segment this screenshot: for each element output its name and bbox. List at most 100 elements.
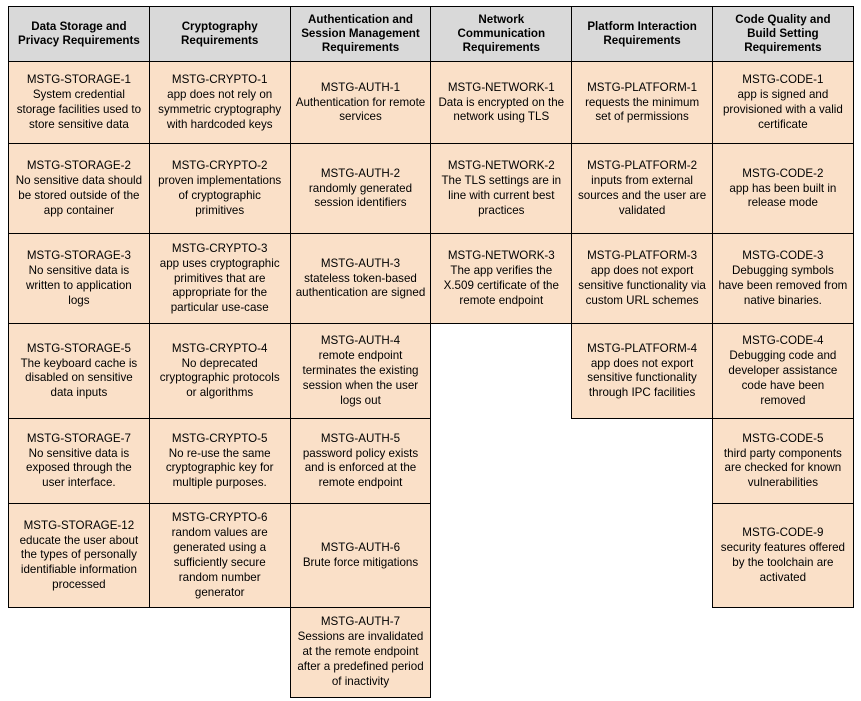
requirement-id: MSTG-AUTH-3 bbox=[320, 256, 401, 270]
column-header-platform: Platform Interaction Requirements bbox=[571, 5, 713, 63]
requirement-id: MSTG-NETWORK-1 bbox=[447, 80, 555, 94]
empty-cell-network bbox=[430, 607, 572, 698]
requirement-id: MSTG-STORAGE-1 bbox=[26, 73, 131, 87]
header-line: Requirements bbox=[603, 34, 681, 48]
requirement-id: MSTG-AUTH-6 bbox=[320, 541, 401, 555]
header-line: Session Management bbox=[301, 27, 420, 41]
requirement-description: Authentication for remote services bbox=[295, 95, 426, 124]
requirement-description: The TLS settings are in line with curren… bbox=[441, 174, 562, 217]
empty-cell-platform bbox=[571, 607, 713, 698]
header-line: Build Setting bbox=[747, 27, 819, 41]
requirement-description: Brute force mitigations bbox=[302, 555, 419, 569]
requirement-description: app does not rely on symmetric cryptogra… bbox=[158, 88, 282, 131]
column-header-cryptography: Cryptography Requirements bbox=[148, 5, 291, 63]
requirement-description: app uses cryptographic primitives that a… bbox=[159, 256, 280, 315]
header-line: Data Storage and bbox=[31, 20, 127, 34]
requirement-description: No sensitive data is exposed through the… bbox=[26, 446, 132, 490]
requirement-description: The app verifies the X.509 certificate o… bbox=[443, 264, 559, 307]
requirement-id: MSTG-AUTH-5 bbox=[320, 431, 401, 445]
requirement-description: random values are generated using a suff… bbox=[171, 526, 268, 599]
header-line: Privacy Requirements bbox=[18, 34, 140, 48]
requirement-id: MSTG-CRYPTO-6 bbox=[171, 511, 268, 525]
header-line: Requirements bbox=[744, 41, 822, 55]
requirement-id: MSTG-CRYPTO-2 bbox=[171, 159, 268, 173]
requirement-id: MSTG-NETWORK-3 bbox=[447, 249, 555, 263]
header-line: Requirements bbox=[181, 34, 259, 48]
requirement-id: MSTG-CRYPTO-5 bbox=[171, 431, 268, 445]
requirement-description: app is signed and provisioned with a val… bbox=[722, 88, 843, 131]
requirement-description: No re-use the same cryptographic key for… bbox=[165, 446, 274, 490]
column-header-authentication: Authentication and Session Management Re… bbox=[289, 5, 432, 63]
header-line: Requirements bbox=[462, 41, 540, 55]
empty-cell-platform bbox=[571, 503, 713, 608]
requirement-description: stateless token-based authentication are… bbox=[295, 271, 426, 300]
header-line: Requirements bbox=[321, 41, 400, 55]
requirement-description: app has been built in release mode bbox=[729, 181, 837, 210]
requirement-id: MSTG-CODE-3 bbox=[742, 249, 824, 263]
header-row: Data Storage and Privacy Requirements Cr… bbox=[8, 5, 854, 63]
requirement-id: MSTG-CODE-4 bbox=[742, 334, 824, 348]
requirement-description: educate the user about the types of pers… bbox=[19, 533, 139, 592]
empty-cell-crypto bbox=[149, 607, 291, 698]
requirement-description: The keyboard cache is disabled on sensit… bbox=[20, 356, 138, 400]
empty-cell-network bbox=[430, 503, 572, 608]
requirement-description: Data is encrypted on the network using T… bbox=[438, 95, 565, 124]
header-line: Cryptography bbox=[181, 20, 258, 34]
requirement-id: MSTG-PLATFORM-3 bbox=[587, 249, 698, 263]
requirement-id: MSTG-CRYPTO-3 bbox=[171, 241, 268, 255]
requirement-description: Sessions are invalidated at the remote e… bbox=[297, 630, 424, 688]
column-header-storage: Data Storage and Privacy Requirements bbox=[8, 5, 150, 63]
requirement-id: MSTG-NETWORK-2 bbox=[447, 159, 555, 173]
table-header: Data Storage and Privacy Requirements Cr… bbox=[8, 5, 854, 63]
header-line: Authentication and bbox=[308, 13, 413, 26]
requirement-id: MSTG-STORAGE-7 bbox=[26, 431, 131, 445]
empty-cell-code bbox=[712, 607, 854, 698]
requirement-description: app does not export sensitive functional… bbox=[587, 356, 697, 400]
requirement-description: randomly generated session identifiers bbox=[308, 181, 413, 210]
requirement-description: requests the minimum set of permissions bbox=[585, 95, 700, 124]
requirement-id: MSTG-AUTH-4 bbox=[320, 334, 401, 348]
empty-cell-network bbox=[430, 323, 572, 419]
header-line: Code Quality and bbox=[735, 13, 831, 26]
requirement-id: MSTG-CODE-2 bbox=[742, 166, 824, 180]
requirement-id: MSTG-PLATFORM-4 bbox=[587, 341, 698, 355]
